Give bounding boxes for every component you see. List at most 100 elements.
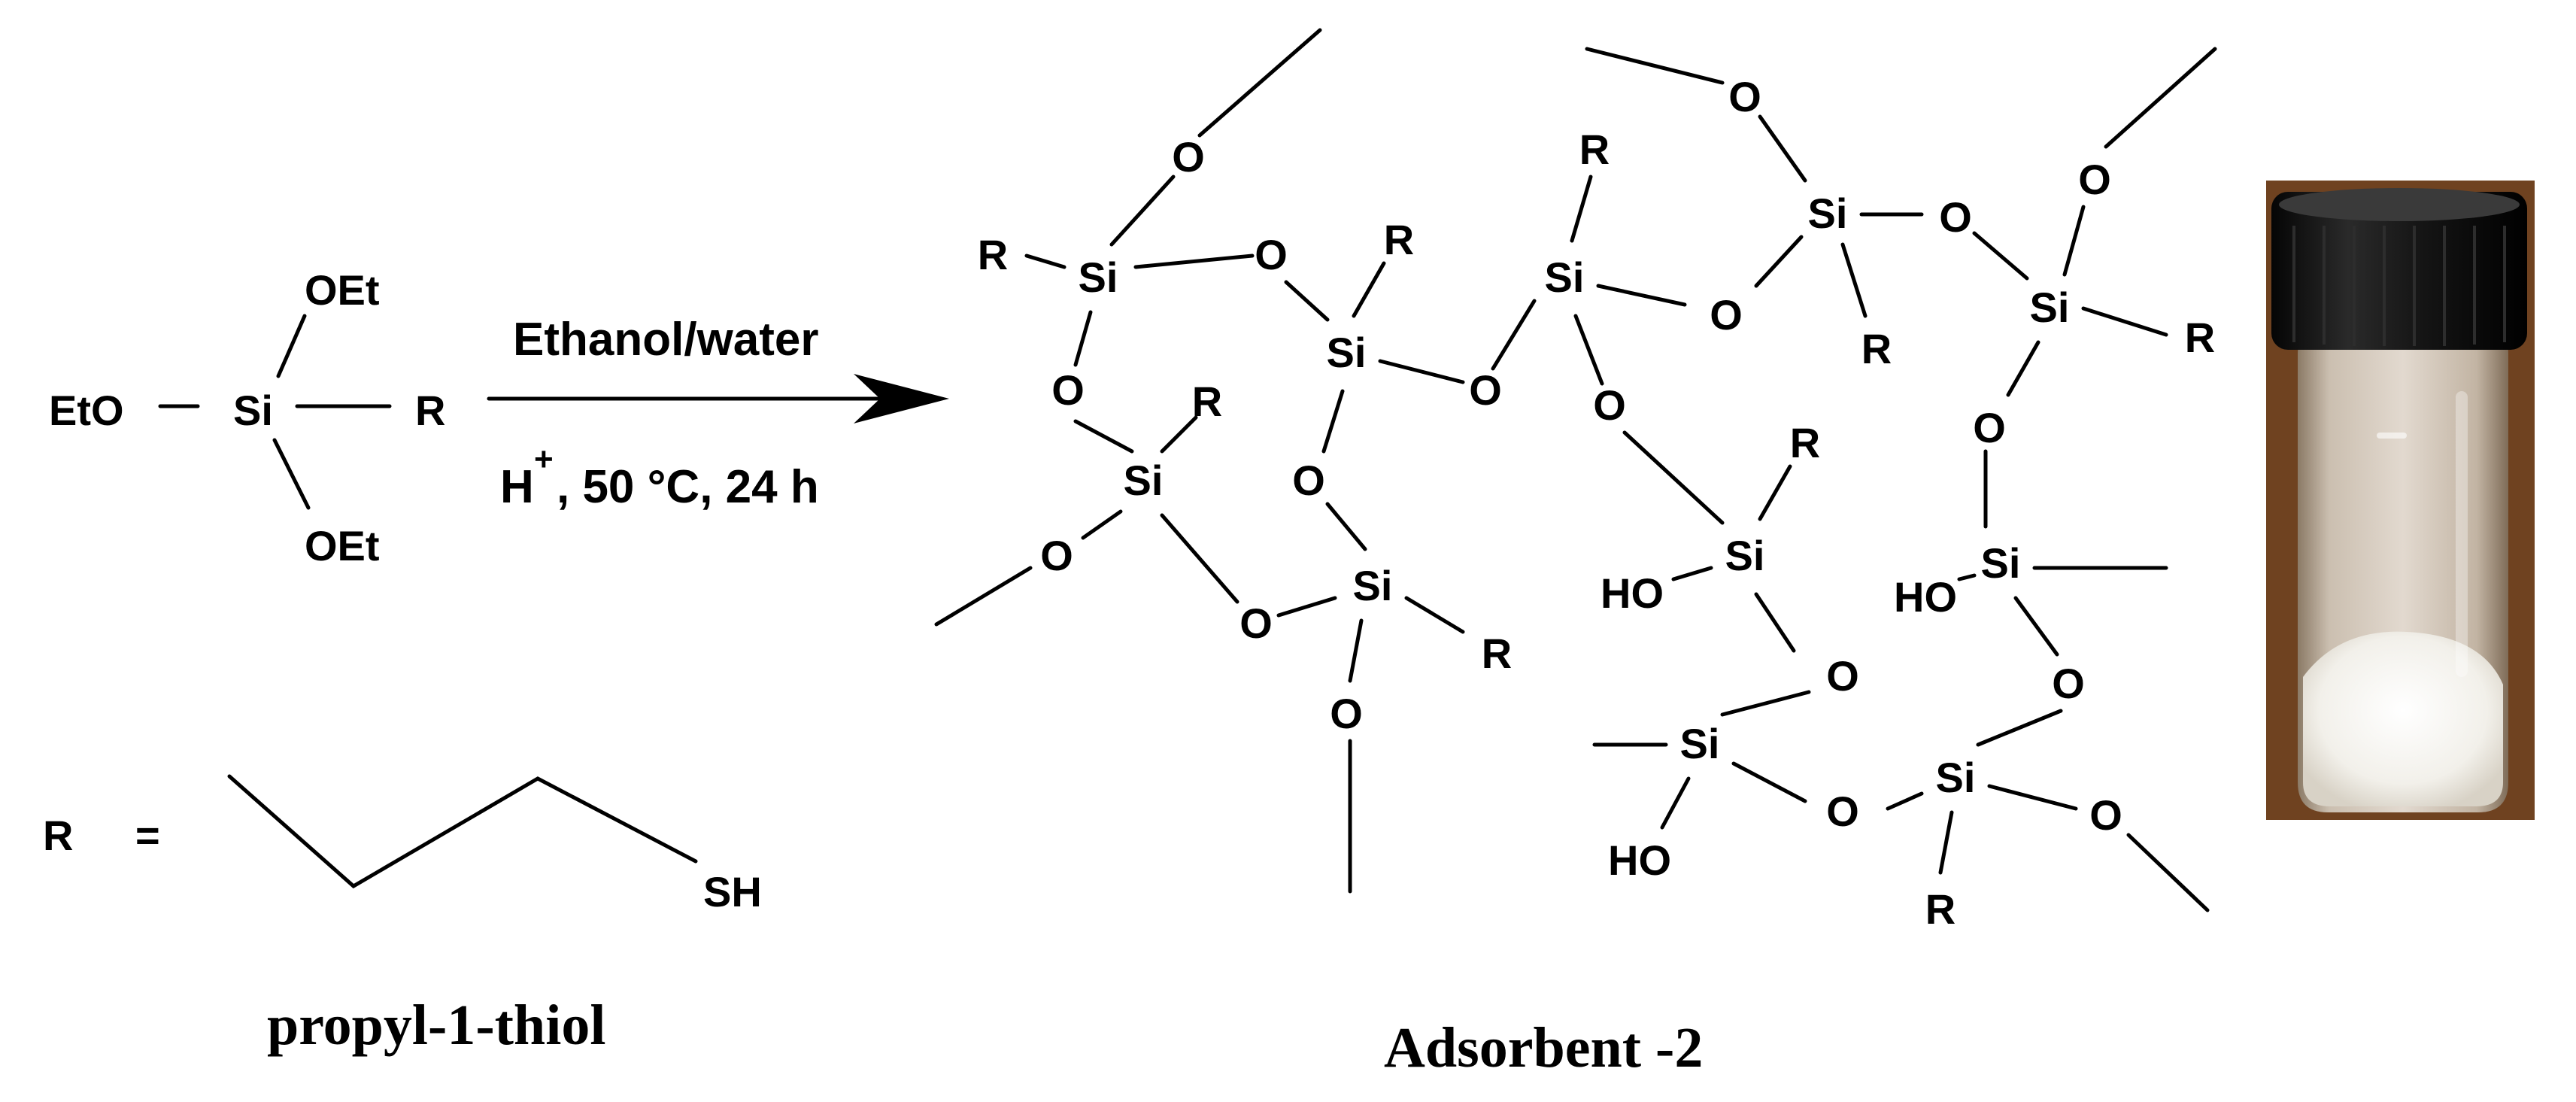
- vial-cap-ridges: [2292, 226, 2506, 346]
- o-atom: O: [1292, 457, 1325, 504]
- bond: [276, 314, 307, 378]
- reaction-arrow: [487, 374, 949, 423]
- ho-group: HO: [1601, 569, 1664, 617]
- r-caption: propyl-1-thiol: [267, 994, 605, 1057]
- r-group: R: [1861, 325, 1892, 372]
- thiol-sh: SH: [703, 868, 762, 915]
- glass-highlight: [2377, 433, 2407, 439]
- si-atom: Si: [1680, 720, 1720, 767]
- r-label: R: [43, 812, 73, 859]
- bond: [1731, 761, 1807, 803]
- o-atom: O: [1172, 133, 1205, 181]
- bond: [1840, 242, 1868, 318]
- bond: [1404, 596, 1465, 634]
- o-atom: O: [1939, 193, 1972, 241]
- bond: [1570, 175, 1593, 243]
- bond: [1720, 690, 1811, 717]
- o-atom: O: [1826, 788, 1859, 835]
- bond: [2126, 833, 2210, 912]
- conditions-temp-time: , 50 °C, 24 h: [557, 461, 819, 513]
- bond: [1987, 784, 2078, 811]
- silica-network-bonds: [934, 28, 2217, 912]
- si-atom: Si: [1808, 190, 1848, 237]
- bond: [1886, 791, 1924, 811]
- bond: [1660, 776, 1691, 830]
- o-atom: O: [1826, 652, 1859, 700]
- reactant-structure: OEt EtO Si R OEt: [49, 266, 445, 569]
- bond: [1758, 114, 1807, 183]
- conditions-catalyst: H + , 50 °C, 24 h: [500, 441, 819, 513]
- o-atom: O: [1728, 73, 1761, 120]
- bond: [1585, 47, 1725, 85]
- bond: [1957, 573, 1977, 581]
- bond: [2013, 596, 2059, 657]
- o-atom: O: [1051, 366, 1085, 414]
- bond: [1160, 415, 1198, 454]
- r-group: R: [1579, 126, 1610, 173]
- bond: [1197, 28, 1322, 138]
- propyl-chain: [227, 774, 698, 889]
- reactant-oet-top: OEt: [305, 266, 380, 314]
- o-atom: O: [2052, 660, 2085, 707]
- bond: [1160, 513, 1239, 604]
- reactant-r: R: [415, 387, 445, 434]
- bond: [1754, 235, 1804, 288]
- si-atom: Si: [1124, 457, 1164, 504]
- conditions-acid: H: [500, 461, 534, 513]
- o-atom: O: [1469, 366, 1502, 414]
- si-atom: Si: [2030, 284, 2070, 331]
- o-atom: O: [1239, 600, 1273, 647]
- r-group: R: [1790, 419, 1820, 466]
- o-atom: O: [1710, 291, 1743, 338]
- r-group: R: [1384, 216, 1414, 263]
- bond: [1622, 430, 1725, 525]
- bond: [1596, 284, 1687, 307]
- si-atom: Si: [1079, 253, 1118, 301]
- bond: [1284, 280, 1330, 322]
- bond: [1109, 175, 1176, 247]
- bond: [1321, 389, 1345, 454]
- bond: [1325, 502, 1367, 551]
- bond: [934, 566, 1033, 627]
- bond: [1024, 253, 1067, 269]
- silica-network-atoms: Si Si Si Si Si Si Si Si Si Si Si O O O O…: [978, 73, 2215, 933]
- bond: [1754, 592, 1796, 653]
- bond: [1671, 566, 1713, 581]
- bond: [272, 438, 311, 510]
- reactant-eto-left: EtO: [49, 387, 124, 434]
- o-atom: O: [2089, 791, 2122, 839]
- bond: [1758, 464, 1792, 521]
- bond: [2062, 205, 2086, 277]
- conditions-acid-superscript: +: [534, 441, 554, 478]
- bond: [1491, 299, 1537, 371]
- bond: [2006, 340, 2040, 397]
- vial-cap-top: [2279, 188, 2520, 221]
- equals-sign: =: [135, 812, 160, 859]
- r-group: R: [2185, 314, 2215, 361]
- si-atom: Si: [1936, 754, 1976, 801]
- bond: [1972, 231, 2029, 281]
- o-atom: O: [1040, 532, 1073, 579]
- bond: [1938, 810, 1954, 875]
- bond: [1073, 419, 1134, 454]
- r-group: R: [1192, 378, 1222, 425]
- ho-group: HO: [1608, 836, 1671, 884]
- o-atom: O: [2078, 156, 2111, 203]
- o-atom: O: [1255, 231, 1288, 278]
- product-caption: Adsorbent -2: [1384, 1016, 1703, 1079]
- si-atom: Si: [1327, 329, 1367, 376]
- vial-photo: [2266, 181, 2535, 820]
- vial-powder: [2303, 631, 2503, 806]
- bond: [1352, 261, 1386, 318]
- o-atom: O: [1330, 690, 1363, 737]
- bond: [2081, 306, 2168, 337]
- si-atom: Si: [1725, 532, 1765, 579]
- ho-group: HO: [1894, 573, 1957, 621]
- o-atom: O: [1973, 404, 2006, 451]
- r-definition: R = SH propyl-1-thiol: [43, 774, 762, 1057]
- glass-highlight: [2456, 391, 2468, 677]
- r-group: R: [978, 231, 1008, 278]
- o-atom: O: [1593, 381, 1626, 429]
